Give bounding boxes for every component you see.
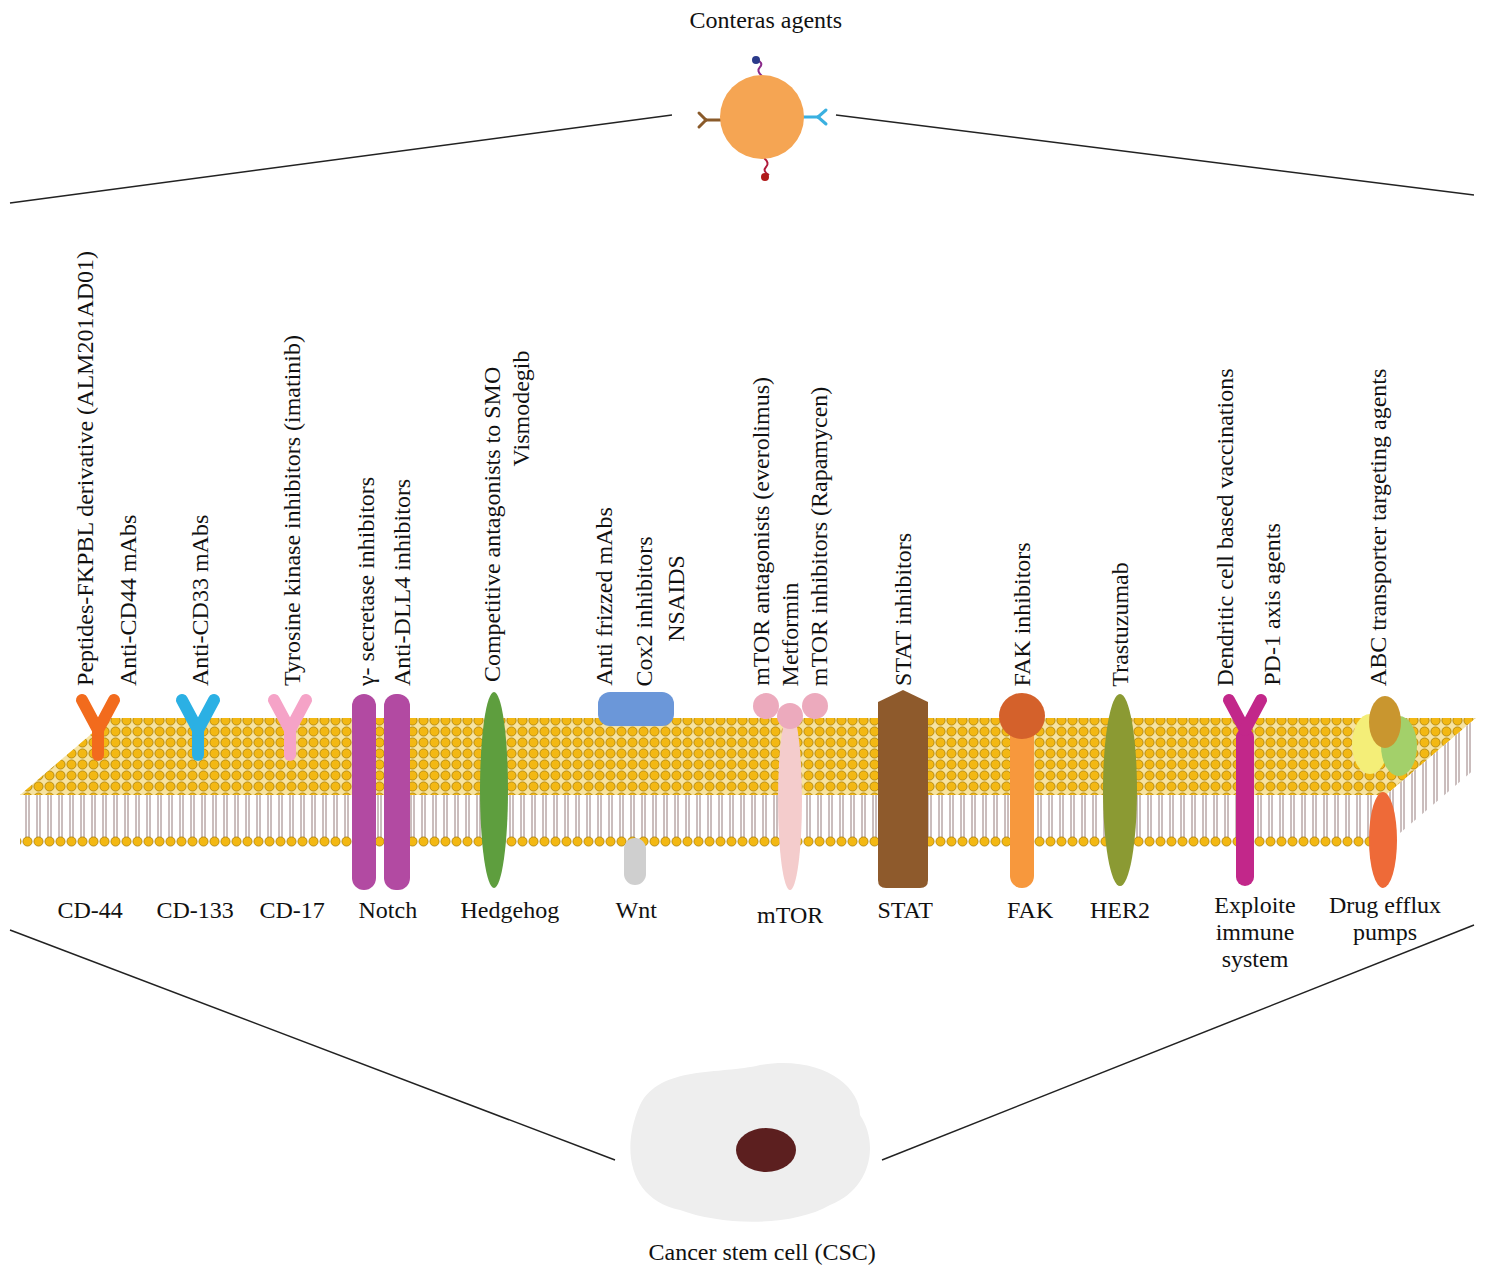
target-label: Drug efflux pumps	[1319, 892, 1451, 946]
cell-label: Cancer stem cell (CSC)	[649, 1239, 876, 1266]
agent-label: Cox2 inhibitors	[631, 536, 658, 686]
cell-membrane	[20, 795, 1386, 839]
target-label: STAT	[878, 897, 933, 924]
target-label: Wnt	[616, 897, 657, 924]
stat-receptor	[878, 690, 928, 888]
stat-receptor	[878, 690, 928, 888]
target-label: Exploite immune system	[1203, 892, 1307, 973]
agent-label: mTOR antagonists (everolimus)	[747, 377, 774, 686]
cd17-receptor	[290, 700, 306, 730]
agent-label: Trastuzumab	[1107, 562, 1134, 686]
hedgehog-receptor	[480, 692, 508, 888]
notch-receptor	[352, 694, 376, 890]
pd1-receptor	[1229, 700, 1261, 886]
target-label: CD-133	[157, 897, 234, 924]
notch-receptor	[384, 694, 410, 890]
zoom-line	[10, 115, 1474, 1160]
cd133-receptor	[182, 700, 214, 755]
agent-label: Metformin	[777, 582, 804, 686]
cell-membrane	[20, 718, 1476, 795]
abc-transporter	[1369, 696, 1401, 748]
agent-label: Tyrosine kinase inhibitors (imatinib)	[279, 335, 306, 686]
agent-label: Competitive antagonists to SMO	[479, 367, 506, 682]
agent-label: Anti-CD44 mAbs	[115, 515, 142, 686]
zoom-line	[882, 925, 1474, 1160]
cancer-stem-cell	[736, 1128, 796, 1172]
zoom-line	[10, 115, 672, 203]
mtor-receptor	[777, 703, 803, 729]
target-label: Hedgehog	[461, 897, 560, 924]
agent-label: Anti-DLL4 inhibitors	[389, 479, 416, 686]
abc-transporter	[1352, 696, 1417, 888]
zoom-line	[836, 115, 1474, 195]
cell-membrane	[20, 718, 1476, 795]
agent-label: mTOR inhibitors (Rapamycen)	[806, 386, 833, 686]
cell-membrane	[20, 718, 1476, 847]
wnt-receptor	[624, 838, 646, 885]
nanoparticle	[764, 158, 769, 175]
fak-receptor	[1010, 720, 1034, 888]
her2-receptor	[1103, 694, 1137, 886]
wnt-receptor	[598, 692, 674, 885]
zoom-line	[10, 930, 615, 1160]
agent-label: NSAIDS	[662, 555, 689, 642]
target-label: FAK	[1007, 897, 1053, 924]
agent-label: PD-1 axis agents	[1258, 523, 1285, 686]
her2-receptor	[1103, 694, 1137, 886]
agent-label: Dendritic cell based vaccinations	[1212, 368, 1239, 686]
nanoparticle	[802, 116, 818, 119]
fak-receptor	[999, 693, 1045, 739]
notch-receptor	[352, 694, 410, 890]
nanoparticle	[818, 117, 826, 124]
pd1-receptor	[1229, 700, 1261, 730]
nanoparticle	[706, 119, 722, 122]
agent-label: Vismodegib	[508, 350, 535, 466]
target-label: CD-17	[260, 897, 325, 924]
cell-membrane	[20, 836, 1386, 847]
nanoparticle	[761, 173, 769, 181]
pd1-receptor	[1236, 728, 1254, 886]
nanoparticle	[752, 56, 760, 64]
mtor-receptor	[753, 693, 828, 890]
cancer-stem-cell	[630, 1063, 870, 1222]
target-label: HER2	[1090, 897, 1150, 924]
nanoparticle	[699, 120, 706, 127]
wnt-receptor	[598, 692, 674, 726]
agent-label: FAK inhibitors	[1009, 542, 1036, 686]
diagram-title: Conteras agents	[690, 7, 843, 34]
agent-label: Anti-CD33 mAbs	[187, 515, 214, 686]
nanoparticle	[802, 110, 826, 124]
cancer-stem-cell	[630, 1063, 870, 1222]
fak-receptor	[999, 693, 1045, 888]
cd44-receptor	[98, 700, 114, 730]
mtor-receptor	[802, 693, 828, 719]
mtor-receptor	[778, 710, 802, 890]
cell-membrane	[20, 795, 1386, 839]
agent-label: Anti frizzed mAbs	[590, 507, 617, 686]
cd133-receptor	[198, 700, 214, 730]
nanoparticle	[720, 75, 804, 159]
nanoparticle	[699, 56, 826, 181]
target-label: mTOR	[757, 902, 823, 929]
target-label: CD-44	[58, 897, 123, 924]
agent-label: ABC transporter targeting agents	[1365, 369, 1392, 686]
pd1-receptor	[1245, 700, 1261, 730]
nanoparticle	[818, 110, 826, 117]
target-label: Notch	[359, 897, 418, 924]
agent-label: γ- secretase inhibitors	[353, 477, 380, 686]
cd17-receptor	[274, 700, 306, 755]
agent-label: STAT inhibitors	[890, 533, 917, 686]
abc-transporter	[1369, 792, 1397, 888]
mtor-receptor	[753, 693, 779, 719]
nanoparticle	[699, 113, 722, 127]
agent-label: Peptides-FKPBL derivative (ALM201AD01)	[72, 251, 99, 686]
hedgehog-receptor	[480, 692, 508, 888]
cd44-receptor	[82, 700, 114, 755]
